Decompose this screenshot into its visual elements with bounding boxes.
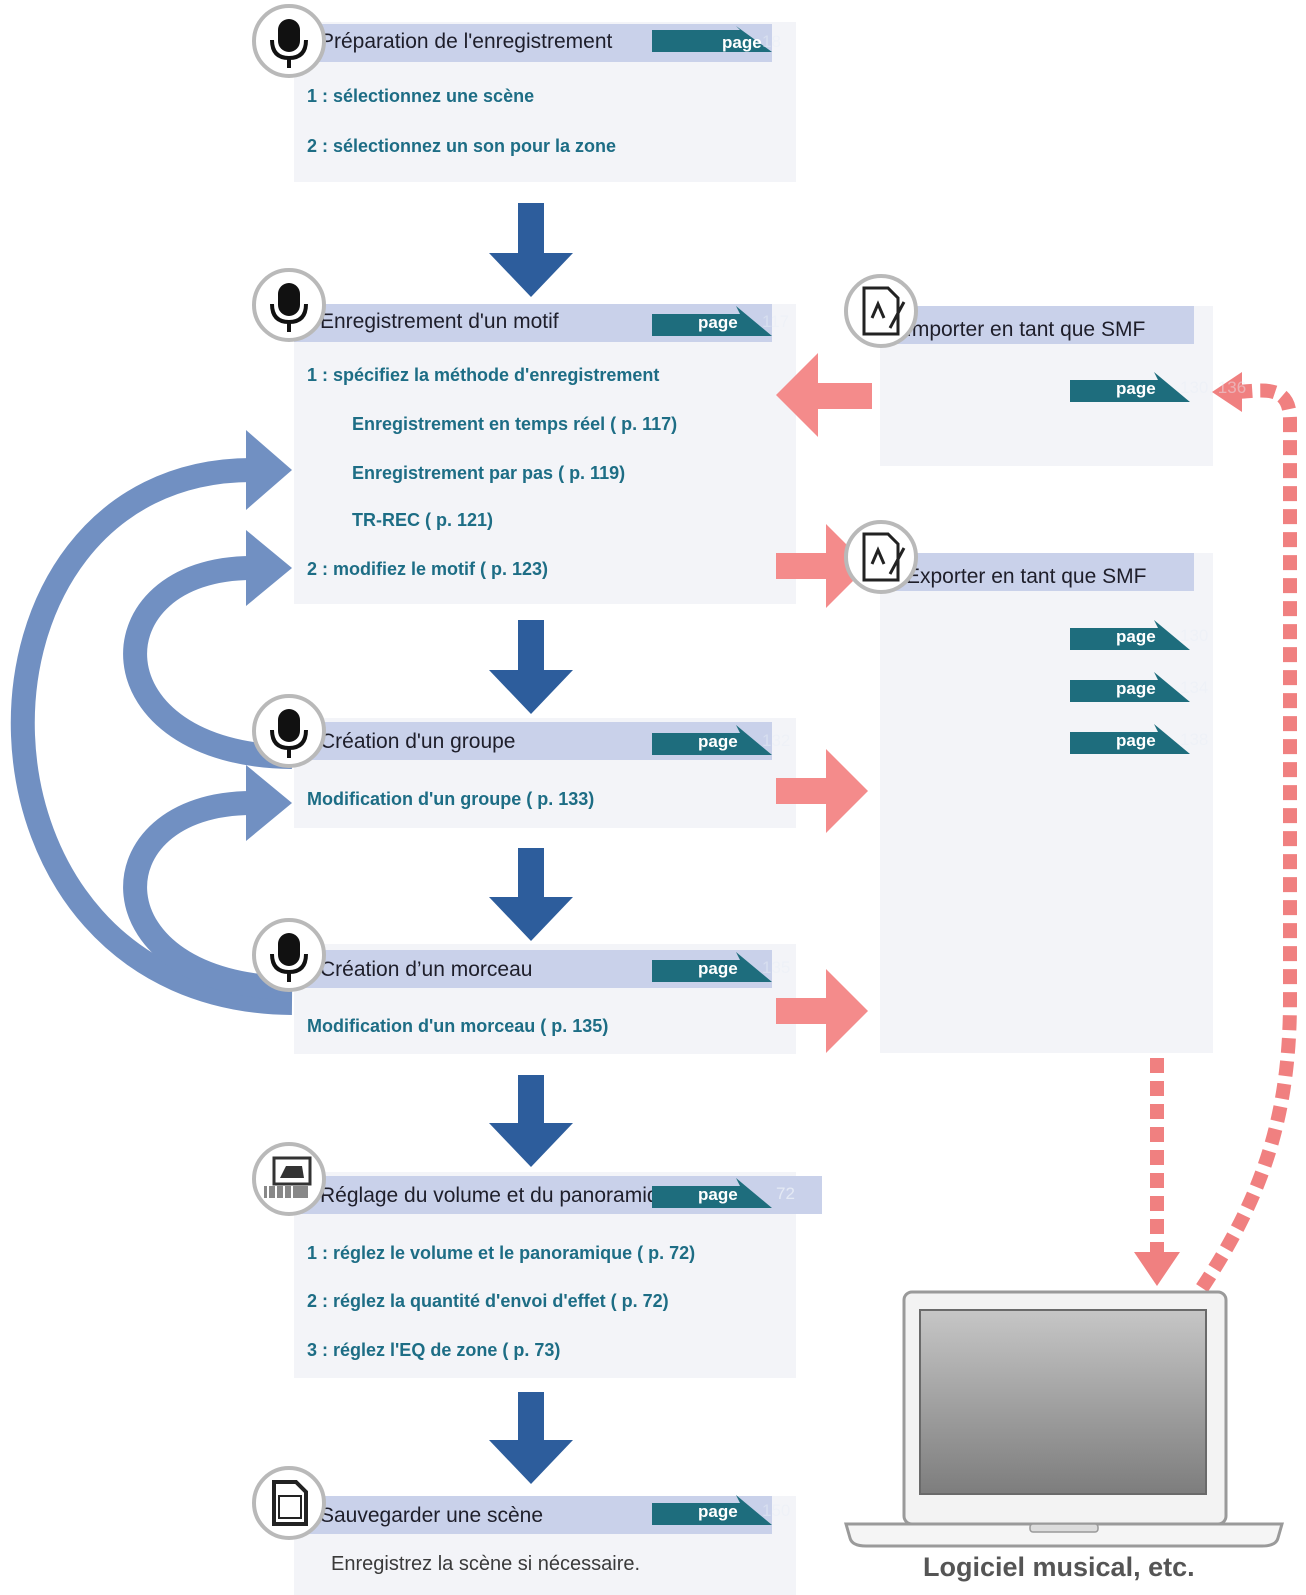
prep-title: Préparation de l'enregistrement — [320, 30, 613, 53]
prep-page-badge[interactable]: page 18 — [652, 26, 781, 60]
mix-page-badge[interactable]: page 72 — [652, 1178, 795, 1212]
loop-arrow-group-to-pattern — [123, 530, 293, 769]
loop-arrow-song-to-group — [123, 765, 293, 1000]
microphone-icon — [252, 268, 326, 342]
song-edit: Modification d'un morceau ( p. 135) — [307, 1016, 609, 1036]
sd-card-icon — [252, 1466, 326, 1540]
flow-arrow-2 — [489, 620, 573, 714]
export-title-bar — [880, 553, 1194, 591]
pattern-method-trrec: TR-REC ( p. 121) — [352, 510, 494, 530]
microphone-icon — [252, 4, 326, 78]
save-title: Sauvegarder une scène — [320, 1504, 543, 1527]
computer-label: Logiciel musical, etc. — [923, 1552, 1195, 1582]
mix-step-3: 3 : réglez l'EQ de zone ( p. 73) — [307, 1340, 561, 1360]
prep-step-1: 1 : sélectionnez une scène — [307, 86, 535, 106]
import-title: Importer en tant que SMF — [906, 318, 1146, 341]
export-page-badge-3[interactable]: page 138 — [1070, 724, 1208, 758]
loop-arrow-song-to-pattern — [10, 430, 293, 1015]
mix-step-1: 1 : réglez le volume et le panoramique (… — [307, 1243, 696, 1263]
mixer-icon — [252, 1142, 326, 1216]
export-page-badge-2[interactable]: page 134 — [1070, 672, 1208, 706]
save-page-badge[interactable]: page 150 — [652, 1495, 790, 1529]
save-note: Enregistrez la scène si nécessaire. — [331, 1553, 641, 1575]
mix-title: Réglage du volume et du panoramique — [320, 1184, 682, 1207]
export-page-badge-1[interactable]: page 130 — [1070, 620, 1208, 654]
flow-arrow-3 — [489, 848, 573, 941]
pattern-step-1: 1 : spécifiez la méthode d'enregistremen… — [307, 365, 660, 385]
microphone-icon — [252, 918, 326, 992]
export-arrow-song — [776, 969, 868, 1053]
microphone-icon — [252, 694, 326, 768]
group-edit: Modification d'un groupe ( p. 133) — [307, 789, 595, 809]
smf-file-icon — [844, 520, 918, 594]
import-page-badge[interactable]: page 130, 136 — [1070, 372, 1246, 406]
flow-arrow-1 — [489, 203, 573, 297]
import-title-bar — [880, 306, 1194, 344]
song-page-badge[interactable]: page 135 — [652, 952, 790, 986]
import-arrow — [776, 353, 872, 437]
export-title: Exporter en tant que SMF — [906, 565, 1147, 588]
song-title: Création d’un morceau — [320, 958, 533, 981]
prep-step-2: 2 : sélectionnez un son pour la zone — [307, 136, 617, 156]
pattern-title: Enregistrement d'un motif — [320, 310, 559, 333]
pattern-method-realtime: Enregistrement en temps réel ( p. 117) — [352, 414, 678, 434]
pattern-method-step: Enregistrement par pas ( p. 119) — [352, 463, 626, 483]
mix-step-2: 2 : réglez la quantité d'envoi d'effet (… — [307, 1291, 669, 1311]
dashed-arrow-to-computer — [1134, 1058, 1180, 1286]
dashed-arrow-to-import — [1196, 372, 1297, 1292]
group-page-badge[interactable]: page 132 — [652, 725, 790, 759]
laptop-icon — [844, 1290, 1284, 1548]
flow-arrow-4 — [489, 1075, 573, 1167]
pattern-step-2: 2 : modifiez le motif ( p. 123) — [307, 559, 549, 579]
flow-arrow-5 — [489, 1392, 573, 1484]
group-title: Création d'un groupe — [320, 730, 516, 753]
smf-file-icon — [844, 274, 918, 348]
pattern-panel — [294, 304, 796, 604]
pattern-page-badge[interactable]: page 117 — [652, 306, 789, 340]
export-arrow-group — [776, 749, 868, 833]
